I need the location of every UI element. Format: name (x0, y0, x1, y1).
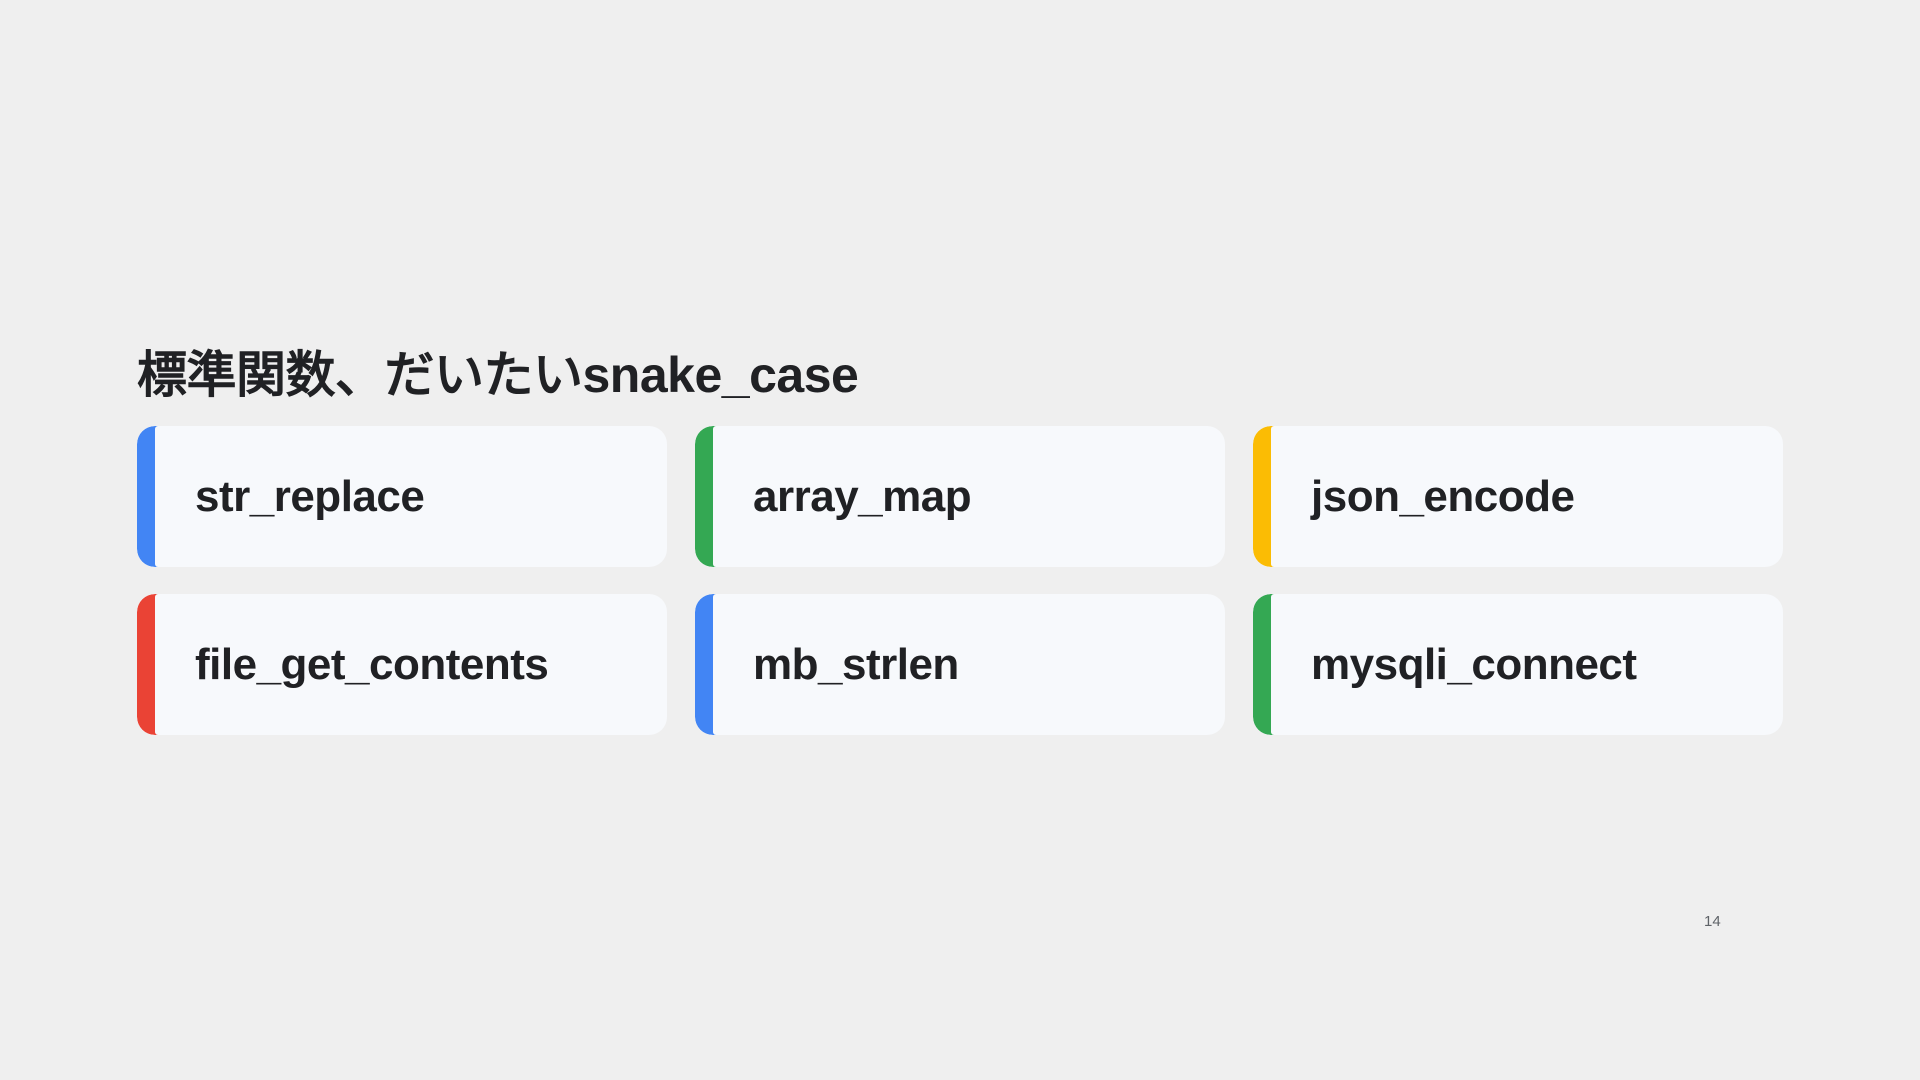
function-card-mysqli-connect: mysqli_connect (1253, 594, 1783, 735)
card-accent-bar (695, 426, 716, 567)
function-name: mysqli_connect (1311, 639, 1637, 689)
function-card-str-replace: str_replace (137, 426, 667, 567)
function-card-grid: str_replace array_map json_encode file_g… (137, 426, 1783, 735)
function-card-mb-strlen: mb_strlen (695, 594, 1225, 735)
card-accent-bar (137, 426, 158, 567)
function-card-array-map: array_map (695, 426, 1225, 567)
function-name: str_replace (195, 471, 425, 521)
card-accent-bar (695, 594, 716, 735)
function-card-file-get-contents: file_get_contents (137, 594, 667, 735)
slide-title: 標準関数、だいたいsnake_case (137, 347, 859, 403)
card-accent-bar (137, 594, 158, 735)
page-number: 14 (1704, 913, 1721, 930)
function-name: json_encode (1311, 471, 1575, 521)
function-name: file_get_contents (195, 639, 549, 689)
card-accent-bar (1253, 426, 1274, 567)
function-card-json-encode: json_encode (1253, 426, 1783, 567)
function-name: mb_strlen (753, 639, 959, 689)
function-name: array_map (753, 471, 972, 521)
card-accent-bar (1253, 594, 1274, 735)
